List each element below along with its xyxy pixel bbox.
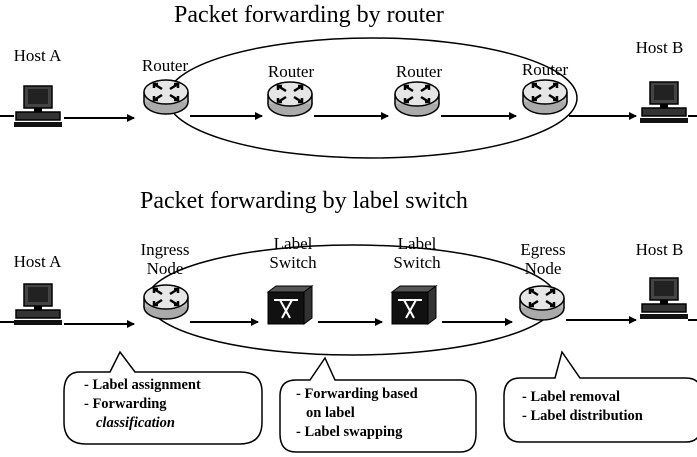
ingress-callout-text: - Label assignment - Forwarding classifi…	[84, 376, 201, 433]
bottom-network-cloud	[146, 244, 558, 356]
ingress-label-line2: Node	[146, 259, 184, 278]
switch2-label: Label Switch	[382, 234, 452, 272]
top-host-b-label: Host B	[635, 38, 684, 57]
egress-label-line2: Node	[524, 259, 562, 278]
egress-label: Egress Node	[508, 240, 578, 278]
ingress-callout-line2: - Forwarding	[84, 396, 167, 412]
top-host-b-icon	[639, 81, 689, 124]
top-router4-icon	[521, 78, 569, 116]
ingress-callout-line3: classification	[96, 415, 175, 431]
top-router2-label: Router	[267, 62, 315, 81]
label-switch2-icon	[391, 285, 437, 325]
bottom-host-b-label: Host B	[635, 240, 684, 259]
switch-callout-bubble	[279, 356, 477, 453]
top-host-a-icon	[13, 85, 63, 128]
switch-callout-line3: - Label swapping	[296, 424, 403, 440]
switch2-label-line2: Switch	[393, 253, 441, 272]
egress-callout-text: - Label removal - Label distribution	[522, 388, 643, 426]
switch-callout-line1: - Forwarding based	[296, 386, 418, 402]
bottom-host-a-icon	[13, 283, 63, 326]
switch1-label-line2: Switch	[269, 253, 317, 272]
top-host-a-label: Host A	[13, 46, 62, 65]
bottom-host-b-icon	[639, 277, 689, 320]
top-network-cloud	[166, 37, 578, 159]
ingress-node-icon	[142, 283, 190, 321]
top-router2-icon	[266, 80, 314, 118]
switch1-label: Label Switch	[258, 234, 328, 272]
switch-callout-line2: on label	[306, 405, 355, 421]
egress-callout-bubble	[503, 350, 697, 443]
switch-callout-text: - Forwarding based on label - Label swap…	[296, 385, 418, 442]
label-switch1-icon	[267, 285, 313, 325]
top-router3-label: Router	[395, 62, 443, 81]
bottom-host-a-label: Host A	[13, 252, 62, 271]
ingress-label-line1: Ingress	[140, 240, 190, 259]
top-router3-icon	[393, 80, 441, 118]
bottom-links	[0, 316, 697, 328]
ingress-label: Ingress Node	[130, 240, 200, 278]
top-router4-label: Router	[521, 60, 569, 79]
top-links	[0, 112, 697, 122]
top-router1-label: Router	[141, 56, 189, 75]
egress-callout-line2: - Label distribution	[522, 408, 643, 424]
top-router1-icon	[142, 78, 190, 116]
ingress-callout-line1: - Label assignment	[84, 377, 201, 393]
switch1-label-line1: Label	[273, 234, 313, 253]
egress-label-line1: Egress	[520, 240, 566, 259]
egress-node-icon	[518, 284, 566, 322]
egress-callout-line1: - Label removal	[522, 389, 620, 405]
top-title: Packet forwarding by router	[174, 2, 444, 28]
switch2-label-line1: Label	[397, 234, 437, 253]
bottom-title: Packet forwarding by label switch	[140, 188, 468, 214]
ingress-callout-bubble	[63, 350, 263, 445]
